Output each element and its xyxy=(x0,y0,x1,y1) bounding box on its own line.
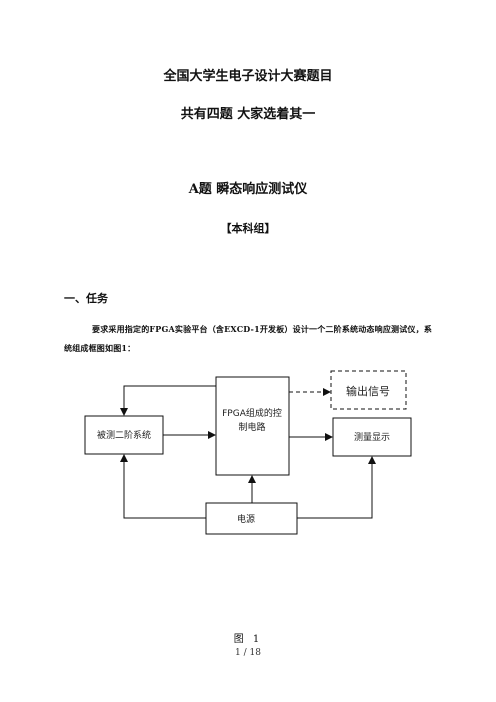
figure-caption: 图 1 xyxy=(233,634,263,645)
fpga-to-dut-feedback-arrow xyxy=(120,385,216,416)
fpga-control-box xyxy=(215,376,290,476)
display-label: 测量显示 xyxy=(354,432,390,443)
output-signal-box xyxy=(330,370,407,410)
power-to-display-arrow xyxy=(297,456,376,519)
title-line-2: 共有四题 大家选着其一 xyxy=(180,107,316,122)
task-paragraph: 要求采用指定的FPGA实验平台（含EXCD-1开发板）设计一个二阶系统动态响应测… xyxy=(64,324,433,353)
group-label: 【本科组】 xyxy=(220,222,276,235)
section-heading: 一、任务 xyxy=(64,292,108,305)
problem-title: A题 瞬态响应测试仪 xyxy=(188,182,308,197)
power-label: 电源 xyxy=(237,513,255,525)
title-line-1: 全国大学生电子设计大赛题目 xyxy=(163,69,333,84)
page-number: 1 / 18 xyxy=(235,648,261,658)
output-label: 输出信号 xyxy=(346,384,390,398)
dut-label: 被测二阶系统 xyxy=(97,429,151,441)
fpga-label-line1: FPGA组成的控 xyxy=(222,407,282,419)
fpga-label-line2: 制电路 xyxy=(238,421,265,433)
power-to-dut-arrow xyxy=(120,454,206,519)
